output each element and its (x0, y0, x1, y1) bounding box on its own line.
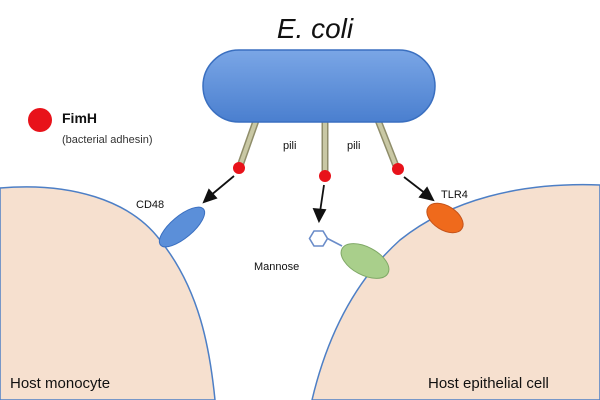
ecoli-bacterium (202, 49, 436, 123)
mannose-label: Mannose (254, 261, 299, 273)
arrow-to-cd48 (202, 175, 235, 204)
legend-label: FimH (62, 110, 97, 126)
arrow-to-tlr4 (403, 176, 435, 202)
host-epithelial-cell (311, 183, 600, 400)
tlr4-label: TLR4 (441, 189, 468, 201)
pili-label-left: pili (283, 140, 296, 152)
pili-label-right: pili (347, 140, 360, 152)
mannose-ring-icon (308, 230, 343, 247)
fimh-dot-center (319, 170, 331, 182)
fimh-dot-left (233, 162, 245, 174)
mannose-receptor (340, 243, 390, 279)
host-monocyte-label: Host monocyte (10, 375, 110, 392)
cd48-label: CD48 (136, 199, 164, 211)
cd48-receptor (158, 206, 206, 248)
diagram-title: E. coli (277, 13, 354, 44)
tlr4-receptor (426, 202, 464, 234)
fimh-legend-dot (28, 108, 52, 132)
host-epithelial-label: Host epithelial cell (428, 375, 549, 392)
legend-sublabel: (bacterial adhesin) (62, 134, 153, 146)
fimh-dot-right (392, 163, 404, 175)
arrow-to-mannose (312, 184, 327, 224)
